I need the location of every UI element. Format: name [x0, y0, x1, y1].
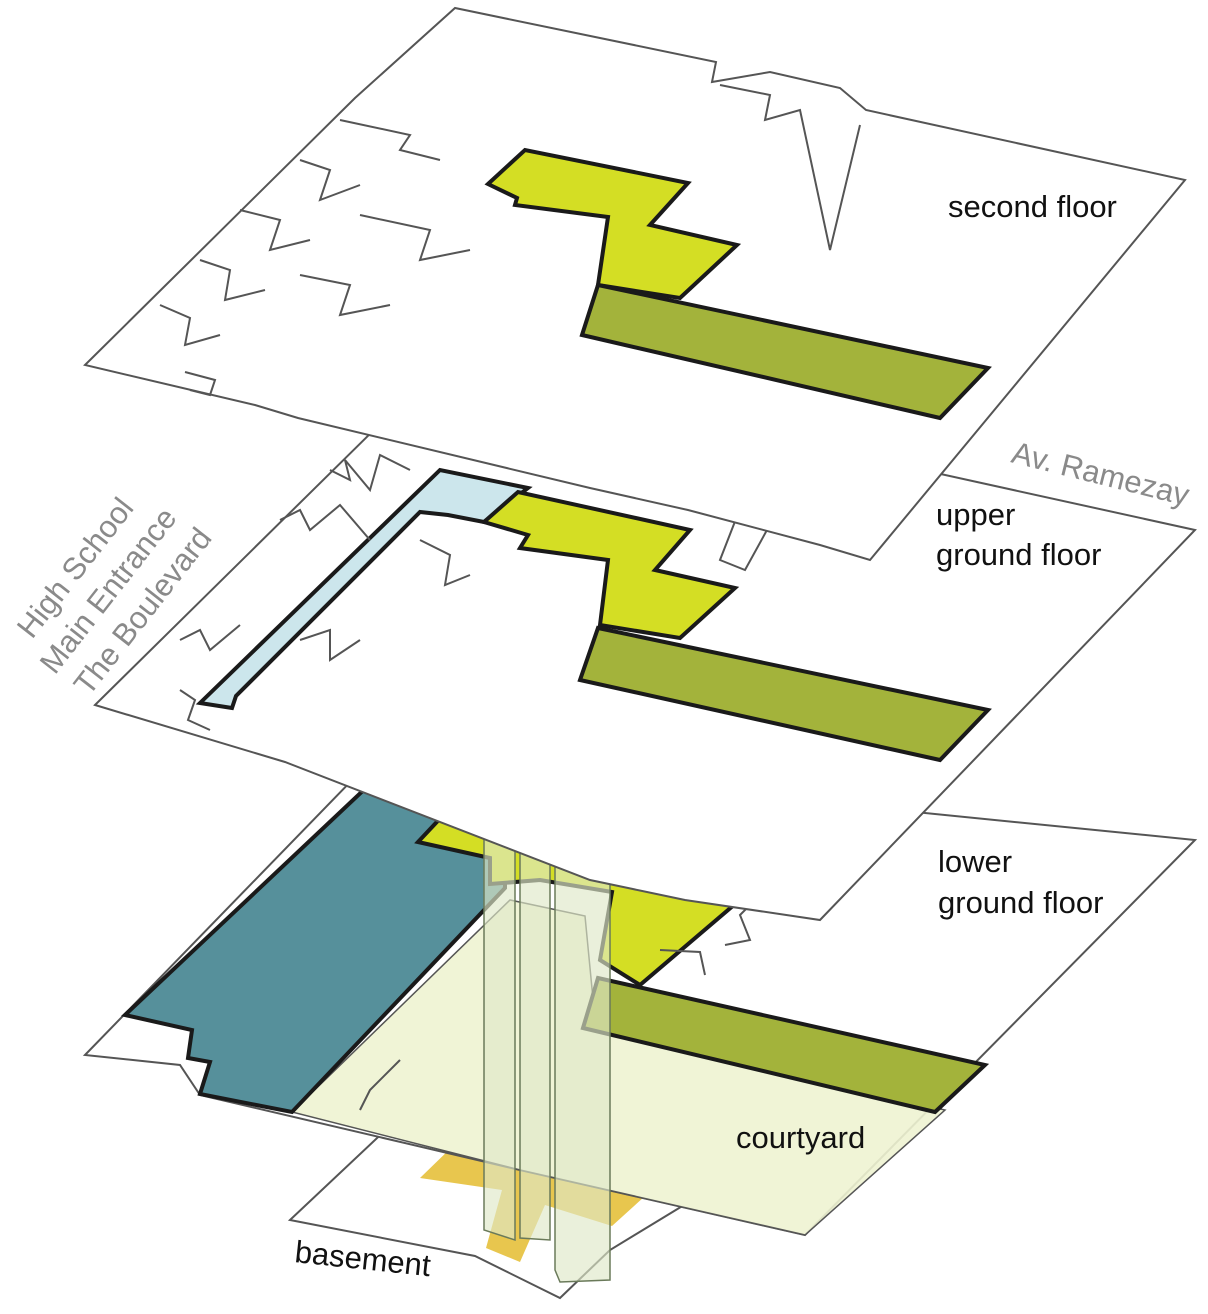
- second-floor: [83, 6, 1187, 562]
- second-floor-side-wing: [579, 282, 992, 421]
- second-floor-circulation: [484, 147, 742, 301]
- label-upper-ground-floor-line2: ground floor: [936, 537, 1101, 572]
- upper-ground-circulation: [479, 489, 740, 641]
- label-second-floor: second floor: [948, 189, 1117, 224]
- main-entrance-corridor: [195, 467, 533, 711]
- upper-ground-side-wing: [577, 625, 992, 763]
- label-upper-ground-floor-line1: upper: [936, 497, 1015, 532]
- label-courtyard: courtyard: [736, 1120, 865, 1155]
- label-lower-ground-floor-line1: lower: [938, 844, 1012, 879]
- label-lower-ground-floor-line2: ground floor: [938, 885, 1103, 920]
